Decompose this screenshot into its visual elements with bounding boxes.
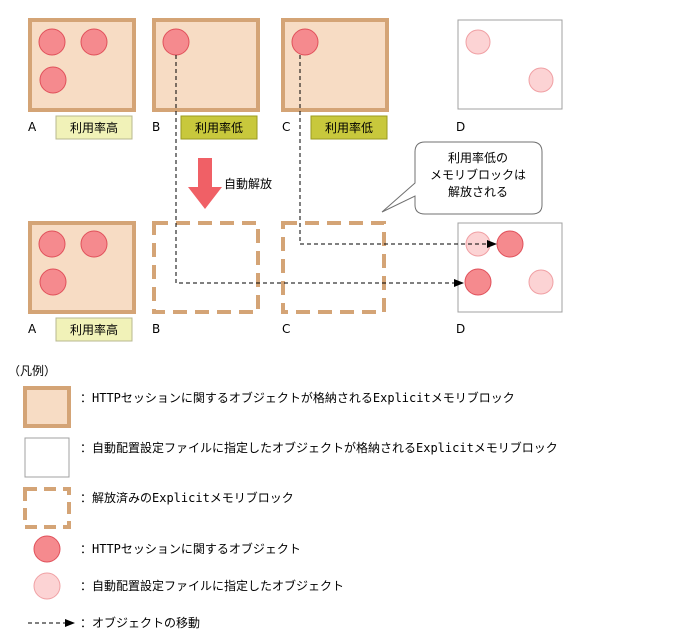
legend-text: ：自動配置設定ファイルに指定したオブジェクト — [80, 578, 344, 593]
release-arrow: 自動解放 — [188, 158, 272, 209]
session-object — [464, 268, 492, 296]
block-letter: C — [282, 120, 290, 134]
bottom-block-a: A 利用率高 — [28, 221, 136, 342]
down-arrow-icon — [188, 158, 222, 209]
legend-title: （凡例） — [8, 364, 56, 378]
session-object — [38, 28, 66, 56]
usage-label-low: 利用率低 — [325, 120, 373, 135]
auto-object-icon — [33, 572, 61, 600]
block-letter: D — [456, 322, 465, 336]
legend-item-move: ：オブジェクトの移動 — [28, 615, 200, 630]
bottom-block-d: D — [456, 222, 563, 336]
move-arrow-from-c — [299, 55, 497, 248]
block-letter: A — [28, 322, 37, 336]
session-object — [80, 28, 108, 56]
callout: 利用率低の メモリブロックは 解放される — [381, 141, 543, 215]
legend-text: ：オブジェクトの移動 — [80, 615, 200, 630]
legend-item-session-block: ：HTTPセッションに関するオブジェクトが格納されるExplicitメモリブロッ… — [23, 386, 515, 428]
usage-label-high: 利用率高 — [70, 120, 118, 135]
session-block-icon — [23, 386, 71, 428]
legend-text: ：解放済みのExplicitメモリブロック — [80, 490, 294, 505]
legend-text: ：自動配置設定ファイルに指定したオブジェクトが格納されるExplicitメモリブ… — [80, 440, 558, 455]
legend-item-auto-object: ：自動配置設定ファイルに指定したオブジェクト — [33, 572, 344, 600]
legend-item-released-block: ：解放済みのExplicitメモリブロック — [23, 487, 294, 529]
session-object — [162, 28, 190, 56]
top-block-c: C 利用率低 — [281, 18, 389, 140]
session-object-icon — [33, 535, 61, 563]
session-object — [39, 268, 67, 296]
session-object — [291, 28, 319, 56]
auto-object — [528, 67, 554, 93]
session-object — [39, 66, 67, 94]
session-object — [496, 230, 524, 258]
usage-label-high: 利用率高 — [70, 322, 118, 337]
legend-item-session-object: ：HTTPセッションに関するオブジェクト — [33, 535, 301, 563]
block-letter: B — [152, 322, 160, 336]
legend-text: ：HTTPセッションに関するオブジェクト — [80, 541, 301, 556]
session-object — [80, 230, 108, 258]
block-letter: B — [152, 120, 160, 134]
top-block-a: A 利用率高 — [28, 18, 136, 140]
legend-item-auto-block: ：自動配置設定ファイルに指定したオブジェクトが格納されるExplicitメモリブ… — [24, 437, 558, 478]
move-arrow-from-b — [175, 55, 464, 287]
usage-label-low: 利用率低 — [195, 120, 243, 135]
top-block-b: B 利用率低 — [152, 18, 260, 140]
legend-text: ：HTTPセッションに関するオブジェクトが格納されるExplicitメモリブロッ… — [80, 390, 515, 405]
auto-object — [528, 269, 554, 295]
session-object — [38, 230, 66, 258]
bottom-block-b-released: B — [152, 221, 260, 336]
auto-block-icon — [24, 437, 70, 478]
top-block-d: D — [456, 19, 563, 134]
callout-line: メモリブロックは — [430, 167, 526, 182]
bottom-block-c-released: C — [281, 221, 386, 336]
callout-line: 利用率低の — [448, 150, 508, 165]
block-letter: A — [28, 120, 37, 134]
release-label: 自動解放 — [224, 176, 272, 191]
block-letter: C — [282, 322, 290, 336]
callout-line: 解放される — [448, 184, 508, 199]
block-letter: D — [456, 120, 465, 134]
auto-object — [465, 29, 491, 55]
released-block-icon — [23, 487, 71, 529]
